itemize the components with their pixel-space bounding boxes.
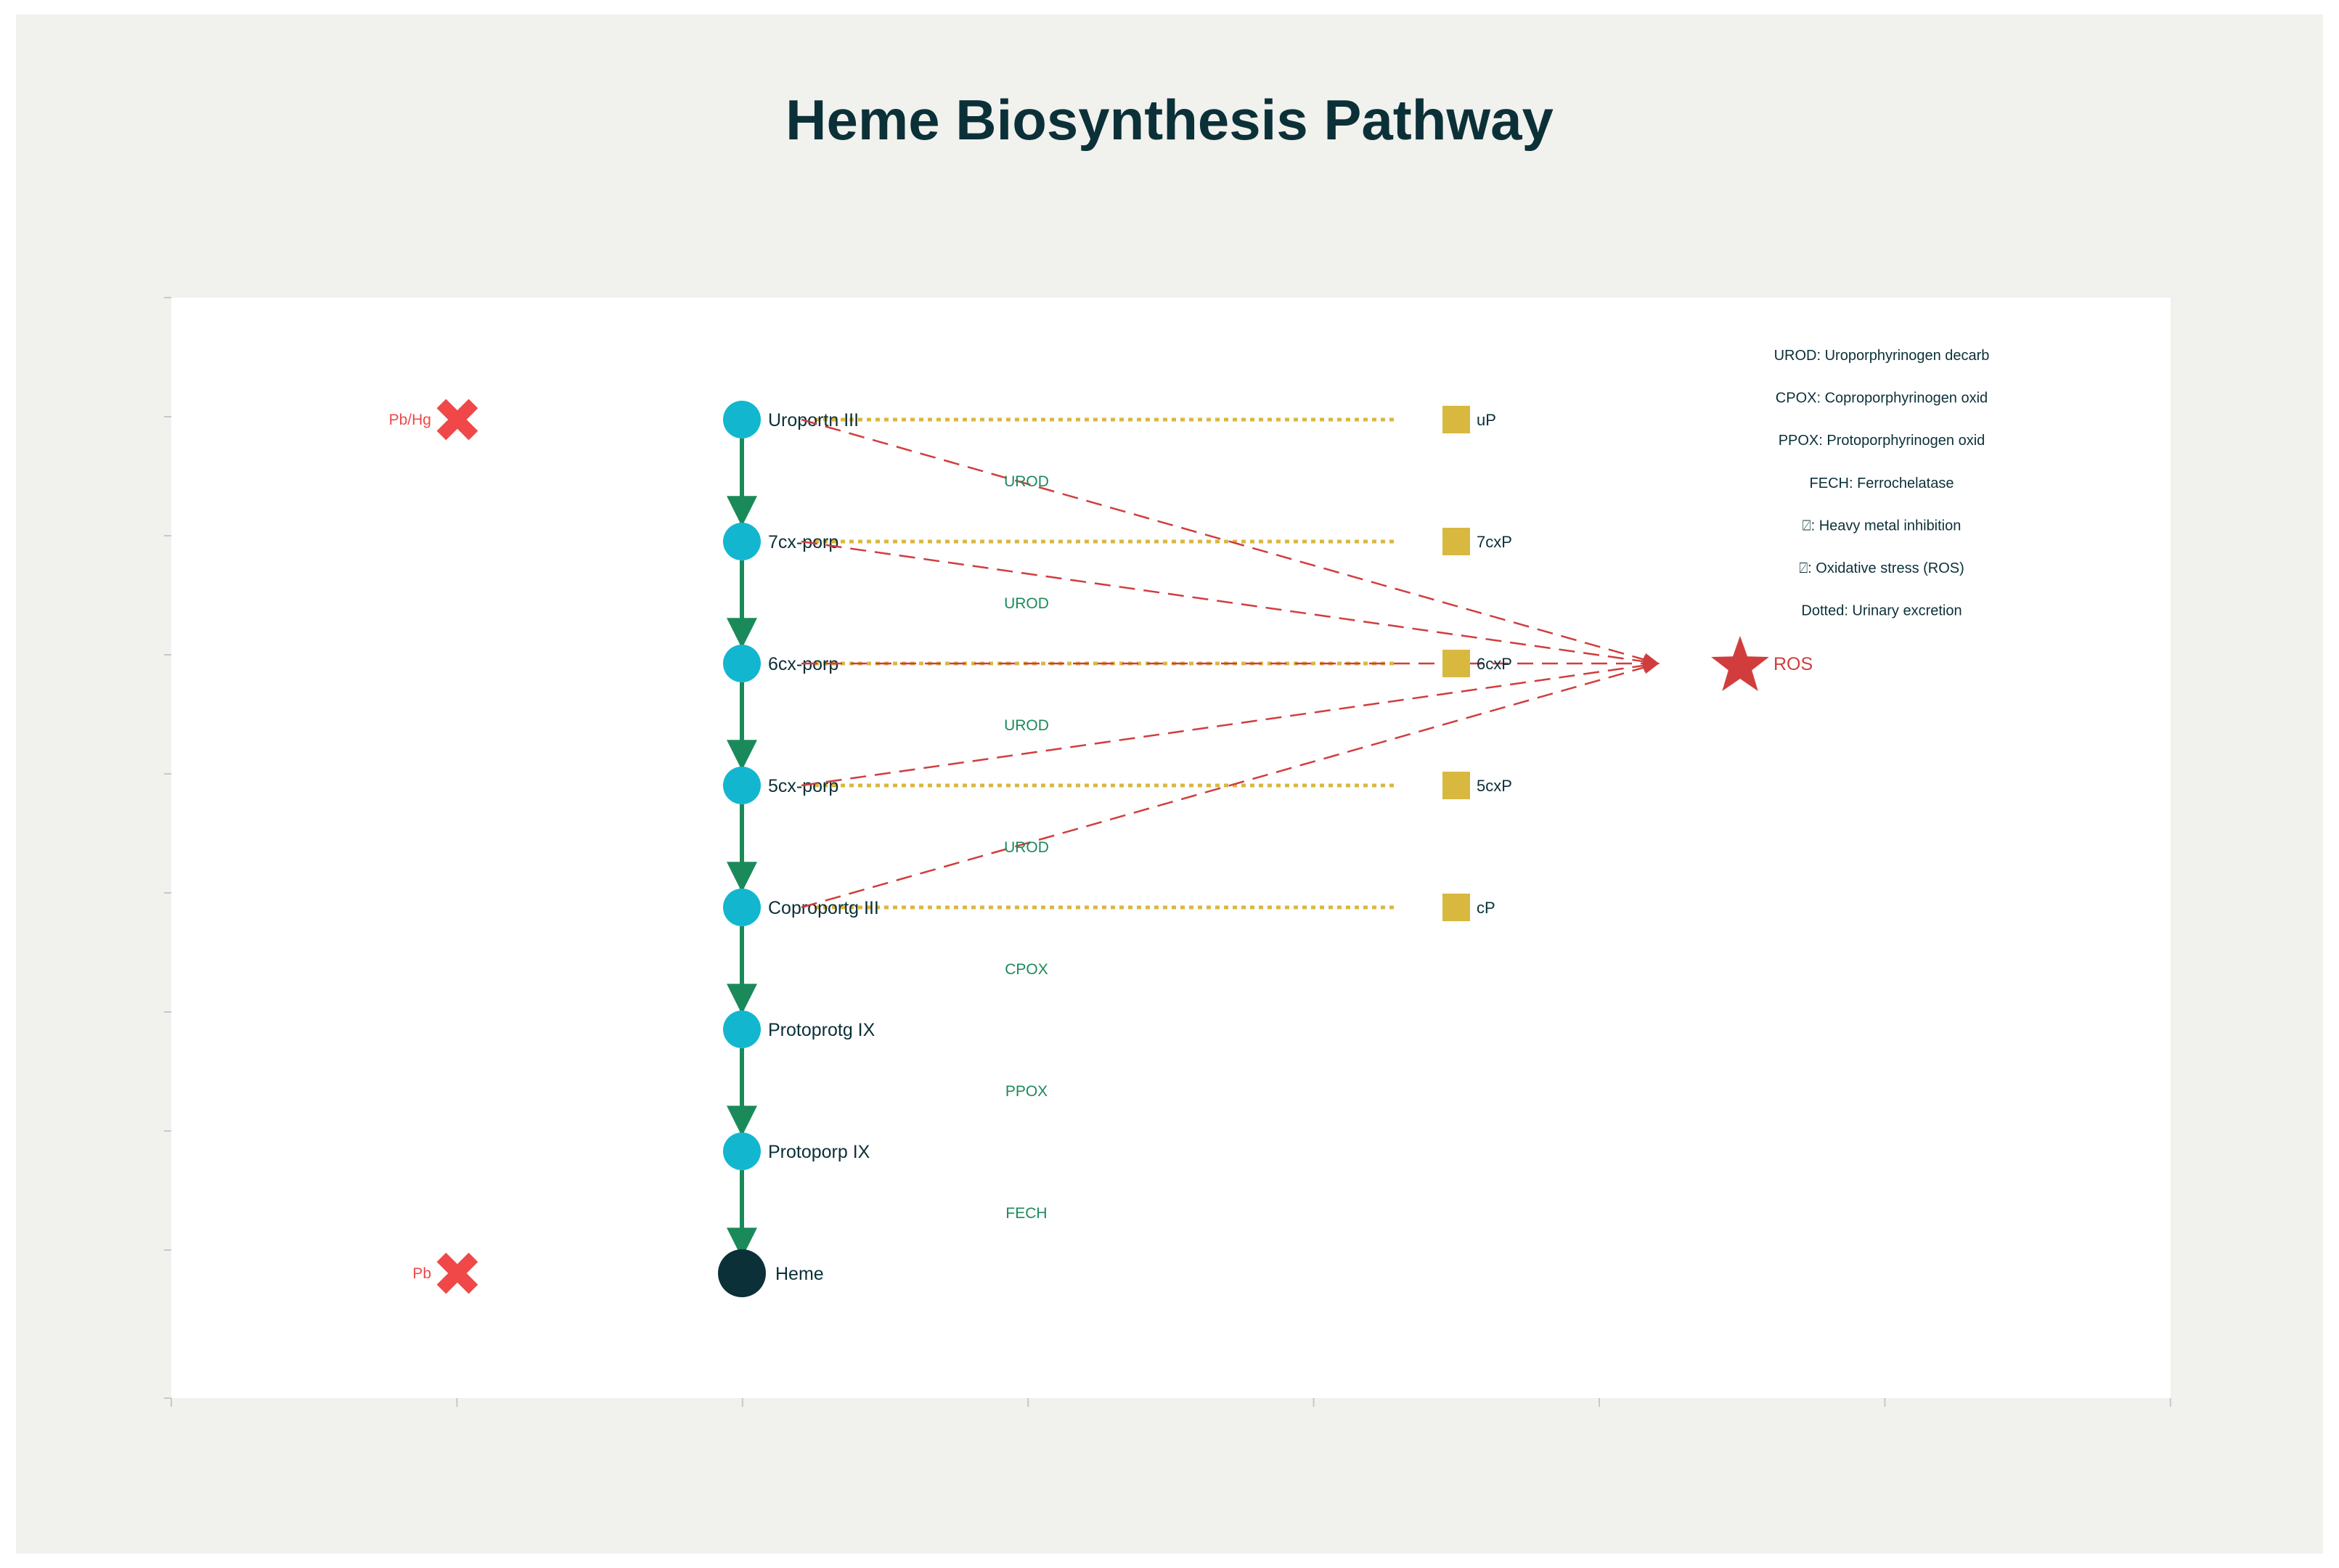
ros-line [801,418,1660,666]
excretion-markers: uP 7cxP 6cxP 5cxP cP [1442,406,1512,921]
node-label: Coproportg III [768,898,879,918]
enzyme-label: PPOX [1005,1083,1048,1100]
enzyme-label: UROD [1004,717,1049,734]
node-label: Protoporp IX [768,1142,870,1162]
intermediate-node [723,401,761,438]
enzyme-label: UROD [1004,473,1049,490]
star-icon [1711,636,1769,691]
inhibitor-label: Pb [412,1265,431,1282]
intermediate-node [723,1010,761,1048]
legend-entry: PPOX: Protoporphyrinogen oxid [1779,433,1985,449]
axis-ticks [164,297,2171,1407]
legend-entry: ⍁: Heavy metal inhibition [1803,518,1962,534]
ros-line [801,540,1660,669]
node-label: 5cx-porp [768,776,838,796]
square-icon [1442,528,1470,555]
ros-line [801,658,1660,787]
enzyme-label: UROD [1004,839,1049,856]
excretion-label: 5cxP [1477,777,1512,795]
heme-node [718,1249,766,1297]
intermediate-node [723,1132,761,1170]
excretion-label: 6cxP [1477,655,1512,673]
node-label: Uroportn III [768,410,859,430]
node-label: Heme [775,1264,824,1284]
enzyme-label: FECH [1005,1205,1047,1222]
enzyme-label: CPOX [1005,961,1048,978]
x-mark-icon [436,1252,478,1294]
intermediate-node [723,523,761,560]
legend-entry: ⍁: Oxidative stress (ROS) [1799,560,1964,576]
ros-line [801,661,1660,909]
square-icon [1442,650,1470,677]
pathway-diagram: Uroportn III7cx-porp6cx-porp5cx-porpCopr… [164,297,2171,1407]
intermediate-node [723,645,761,682]
intermediate-node [723,889,761,926]
excretion-label: cP [1477,899,1495,917]
excretion-label: uP [1477,411,1496,429]
ros-lines [801,418,1660,909]
excretion-label: 7cxP [1477,533,1512,551]
page-title: Heme Biosynthesis Pathway [785,88,1554,152]
intermediate-node [723,767,761,804]
square-icon [1442,406,1470,433]
legend-entry: CPOX: Coproporphyrinogen oxid [1776,391,1988,407]
legend-entry: UROD: Uroporphyrinogen decarb [1774,348,1990,364]
ros-label: ROS [1773,654,1813,674]
plot-area [171,298,2171,1398]
square-icon [1442,894,1470,921]
node-label: Protoprotg IX [768,1020,875,1040]
legend-entry: FECH: Ferrochelatase [1810,475,1954,491]
legend-entry: Dotted: Urinary excretion [1801,603,1962,619]
ros-marker: ROS [1711,636,1813,691]
x-mark-icon [436,399,478,441]
enzyme-label: UROD [1004,595,1049,612]
enzyme-labels: UROD UROD UROD UROD CPOX PPOX FECH [1004,473,1049,1222]
inhibitor-label: Pb/Hg [389,412,431,428]
square-icon [1442,772,1470,799]
